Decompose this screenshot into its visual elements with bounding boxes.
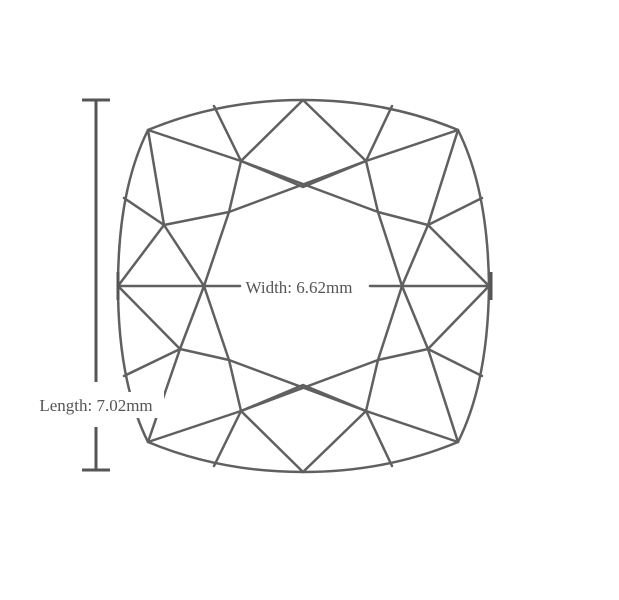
gem-facets — [116, 98, 491, 474]
length-label: Length: 7.02mm — [39, 396, 152, 415]
length-label-background — [30, 392, 164, 418]
width-label: Width: 6.62mm — [246, 278, 353, 297]
length-dimension — [82, 98, 110, 472]
